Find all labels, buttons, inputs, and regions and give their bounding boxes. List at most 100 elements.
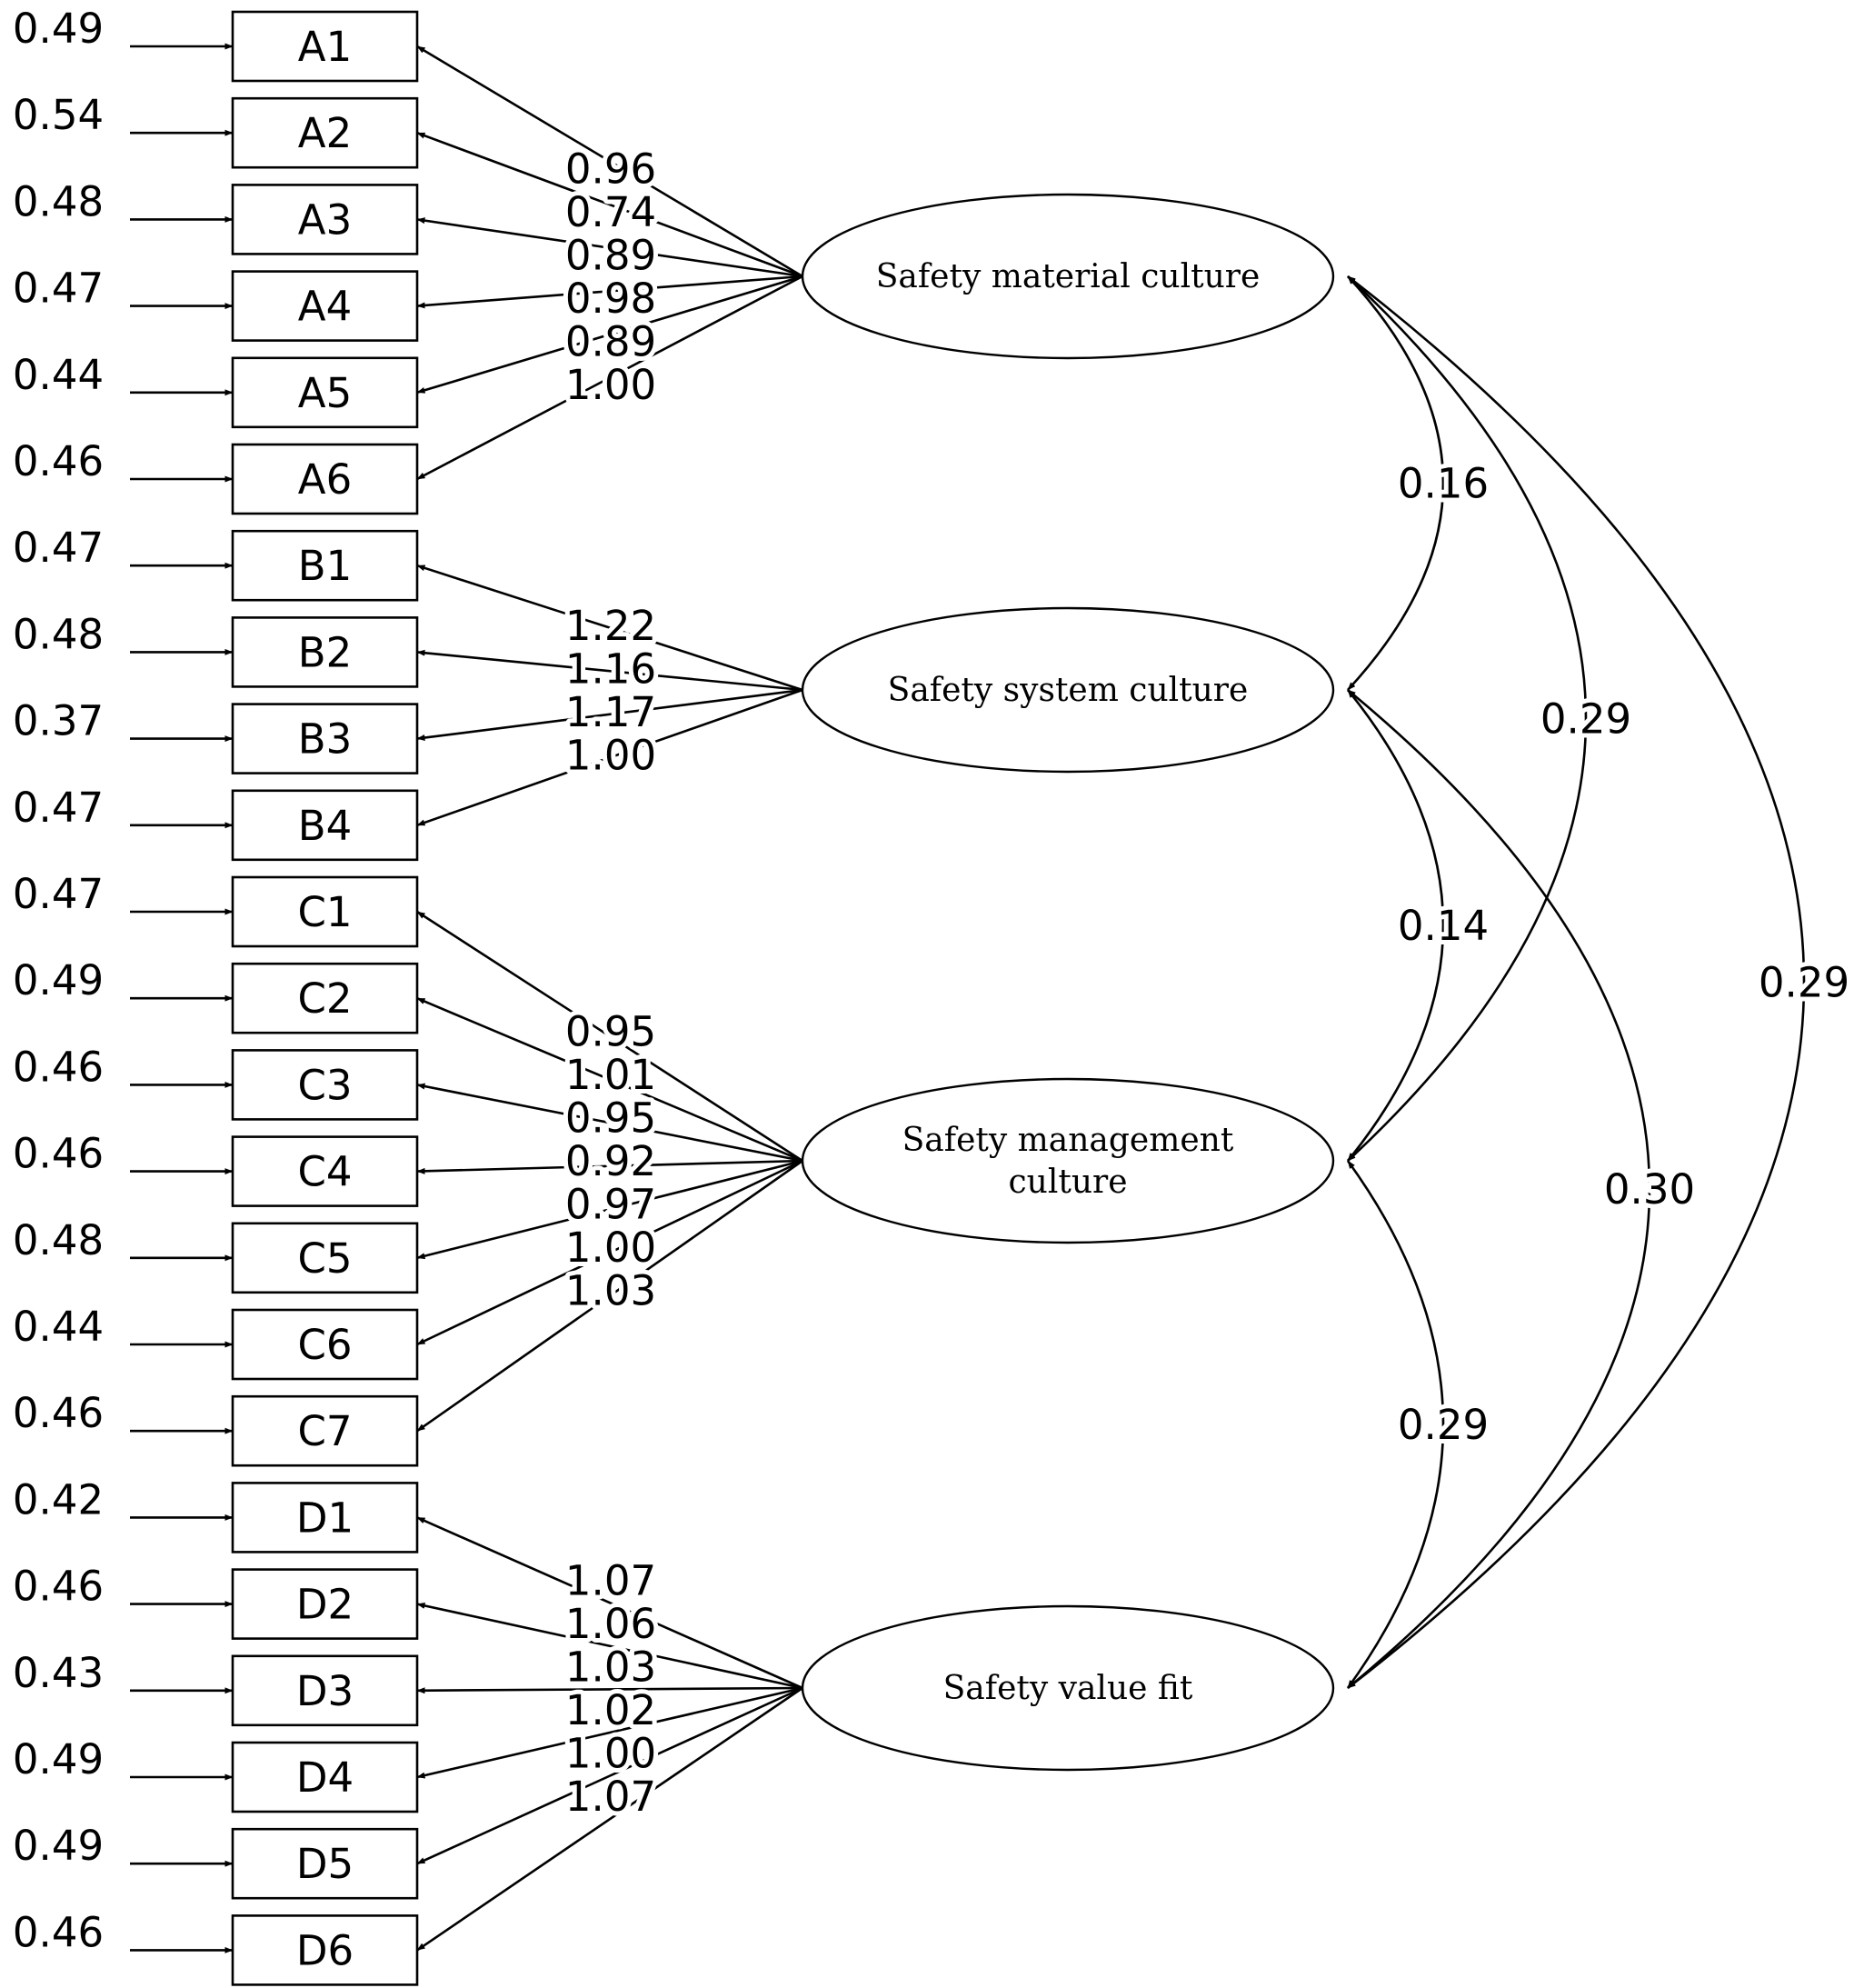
- error-variance-label: 0.46: [13, 437, 104, 485]
- covariance-arc: [1347, 275, 1445, 691]
- loading-arrow: [416, 131, 803, 278]
- loading-value-label: 0.89: [565, 231, 656, 279]
- loading-arrow: [416, 1686, 803, 1779]
- error-variance-label: 0.46: [13, 1563, 104, 1611]
- error-variance-label: 0.48: [13, 610, 104, 658]
- error-variance-label: 0.44: [13, 351, 104, 399]
- indicator-label: C5: [297, 1234, 352, 1283]
- loading-value-label: 0.96: [565, 145, 656, 193]
- loading-value-label: 0.98: [565, 275, 656, 323]
- indicator-box: [231, 1568, 419, 1640]
- covariance-value-label: 0.29: [1398, 1401, 1489, 1449]
- covariance-arc: [1346, 1160, 1445, 1689]
- indicator-label: C4: [297, 1148, 352, 1196]
- loading-arrow: [416, 45, 803, 278]
- covariance-arc: [1347, 275, 1806, 1690]
- indicator-box: [231, 962, 419, 1034]
- loading-arrow: [416, 910, 803, 1163]
- indicator-label: D3: [296, 1667, 354, 1715]
- factor-label: Safety management: [902, 1122, 1234, 1159]
- loading-arrow: [416, 688, 803, 742]
- error-variance-label: 0.37: [13, 697, 104, 745]
- error-variance-label: 0.48: [13, 1216, 104, 1264]
- indicator-box: [231, 1135, 419, 1207]
- indicator-label: C3: [297, 1061, 352, 1109]
- error-variance-label: 0.49: [13, 1735, 104, 1783]
- latent-ellipse: [801, 193, 1335, 360]
- covariance-arc: [1347, 275, 1588, 1162]
- indicator-box: [231, 1049, 419, 1121]
- error-variance-label: 0.43: [13, 1649, 104, 1697]
- loading-value-label: 1.07: [565, 1556, 656, 1604]
- covariance-value-label: 0.16: [1398, 460, 1489, 508]
- factor-label: Safety system culture: [888, 672, 1249, 709]
- indicator-label: C7: [297, 1407, 352, 1455]
- error-variance-label: 0.49: [13, 956, 104, 1004]
- indicator-box: [231, 789, 419, 862]
- error-variance-label: 0.44: [13, 1303, 104, 1351]
- indicator-label: D6: [296, 1926, 354, 1974]
- indicator-boxes-layer: A1A2A3A4A5A6B1B2B3B4C1C2C3C4C5C6C7D1D2D3…: [231, 10, 419, 1986]
- loading-value-label: 1.00: [565, 1729, 656, 1777]
- loading-arrow: [416, 1159, 803, 1260]
- loading-value-label: 1.03: [565, 1267, 656, 1315]
- error-variance-label: 0.47: [13, 524, 104, 572]
- indicator-box: [231, 1741, 419, 1813]
- indicator-label: A6: [298, 455, 352, 504]
- loading-arrow: [416, 564, 803, 692]
- loading-arrow: [416, 1686, 803, 1952]
- indicator-label: D1: [296, 1493, 354, 1542]
- latent-factor-system: Safety system culture: [801, 606, 1335, 774]
- loading-arrow: [416, 1603, 803, 1690]
- indicator-box: [231, 1654, 419, 1727]
- indicator-label: D5: [296, 1840, 354, 1888]
- latent-ellipse: [801, 606, 1335, 774]
- indicator-label: B3: [298, 715, 353, 764]
- indicator-box: [231, 616, 419, 688]
- error-variance-label: 0.42: [13, 1475, 104, 1523]
- error-variance-label: 0.47: [13, 265, 104, 313]
- loading-arrow: [416, 275, 803, 309]
- error-variance-label: 0.49: [13, 5, 104, 53]
- factor-label: Safety value fit: [943, 1670, 1193, 1707]
- error-variance-label: 0.54: [13, 91, 104, 139]
- loading-arrow: [416, 1516, 803, 1690]
- indicator-label: A4: [298, 283, 352, 331]
- loading-arrow: [416, 217, 803, 278]
- indicator-box: [231, 10, 419, 83]
- covariance-arc: [1347, 688, 1651, 1690]
- error-terms-layer: 0.49 0.54 0.48 0.47 0.44 0.46 0.47 0.48 0.37 0.47…: [13, 5, 234, 1956]
- indicator-label: B2: [298, 628, 353, 676]
- indicator-box: [231, 1482, 419, 1553]
- indicator-label: C1: [297, 888, 352, 936]
- loading-value-label: 1.00: [565, 731, 656, 779]
- loading-value-label: 0.89: [565, 317, 656, 365]
- loading-value-label: 1.02: [565, 1686, 656, 1734]
- indicator-label: A1: [298, 23, 352, 71]
- latent-factor-value: Safety value fit: [801, 1604, 1335, 1772]
- indicator-box: [231, 96, 419, 169]
- loading-labels-layer: 0.960.740.890.980.891.001.221.161.171.00…: [561, 140, 661, 1825]
- error-variance-label: 0.46: [13, 1130, 104, 1178]
- error-variance-label: 0.48: [13, 177, 104, 225]
- indicator-label: C2: [297, 974, 352, 1023]
- error-variance-label: 0.49: [13, 1822, 104, 1870]
- loading-arrow: [416, 1159, 803, 1174]
- indicator-label: A3: [298, 195, 352, 244]
- loading-value-label: 0.92: [565, 1137, 656, 1185]
- indicator-box: [231, 1308, 419, 1381]
- covariance-value-label: 0.30: [1604, 1165, 1695, 1214]
- indicator-box: [231, 356, 419, 429]
- error-variance-label: 0.47: [13, 784, 104, 832]
- loading-value-label: 1.01: [565, 1051, 656, 1099]
- loading-value-label: 1.16: [565, 644, 656, 693]
- covariance-layer: 0.160.290.290.140.300.29: [1346, 275, 1854, 1690]
- covariance-value-label: 0.29: [1540, 695, 1631, 744]
- factor-label: culture: [1008, 1164, 1127, 1201]
- latent-ellipse: [801, 1077, 1335, 1244]
- loading-value-label: 1.00: [565, 361, 656, 409]
- covariance-value-label: 0.29: [1759, 959, 1849, 1007]
- factor-label: Safety material culture: [876, 258, 1261, 295]
- indicator-box: [231, 184, 419, 255]
